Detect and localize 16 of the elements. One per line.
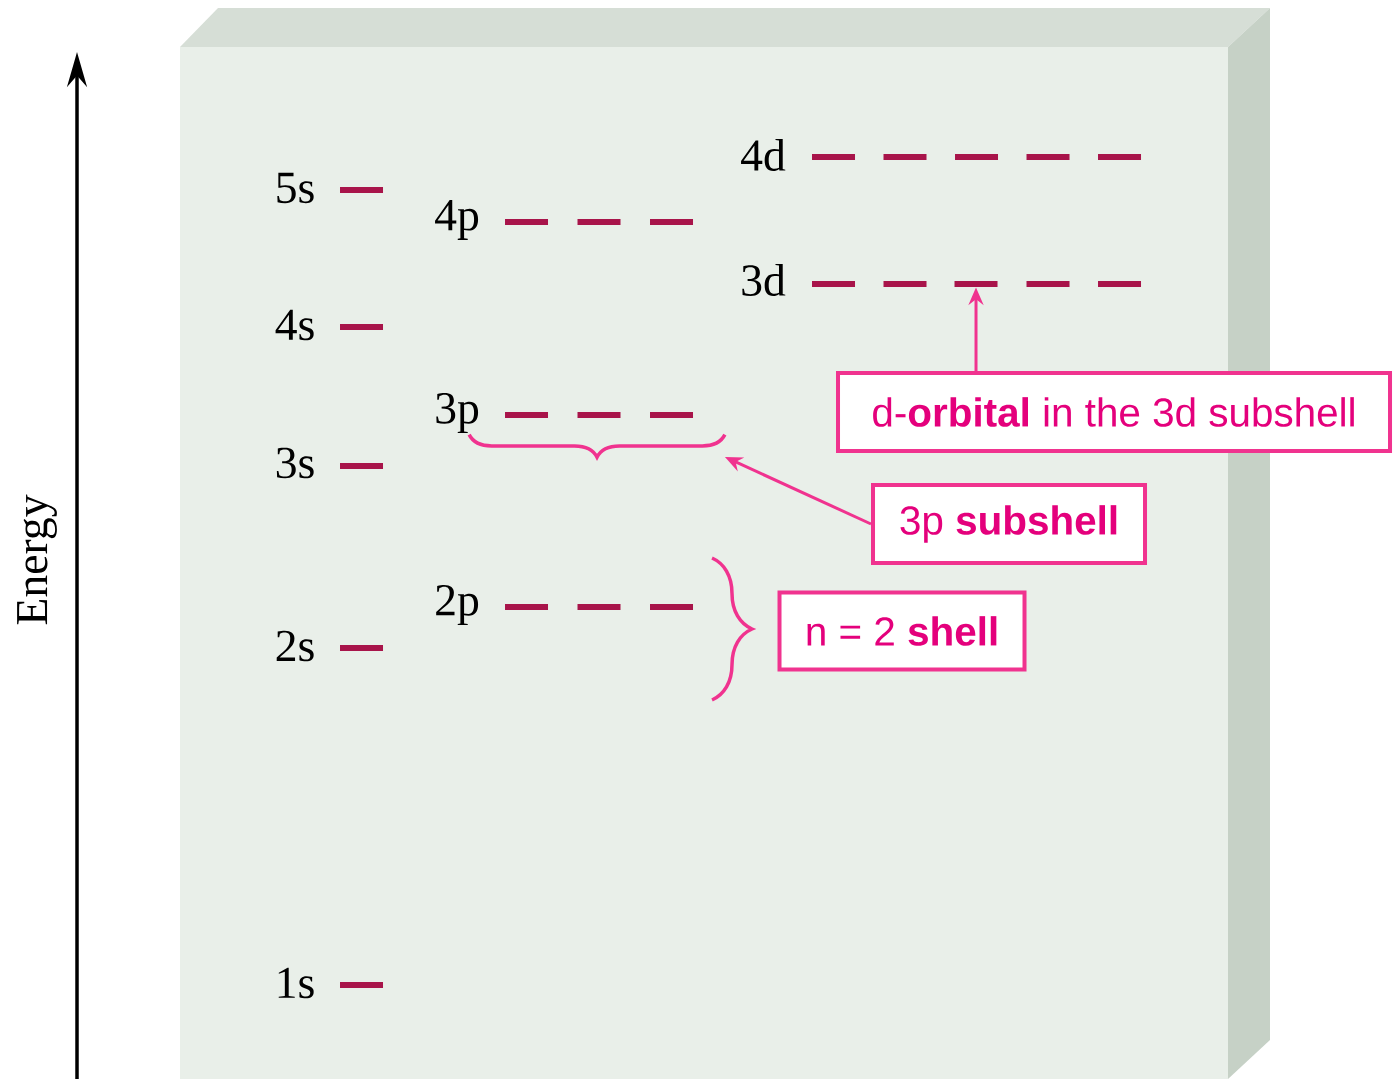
level-label: 3d xyxy=(742,263,786,297)
level-label: 2p xyxy=(436,585,479,625)
level-label: 2s xyxy=(276,630,314,662)
level-label: 4s xyxy=(275,309,314,341)
level-label: 4d xyxy=(741,138,786,172)
callout-box: d-orbital in the 3d subshell xyxy=(836,371,1392,453)
brace xyxy=(467,433,727,459)
level-label: 5s xyxy=(277,172,314,204)
level-label: 3p xyxy=(436,393,479,433)
orbital-dash xyxy=(954,281,998,287)
level-label: 1s xyxy=(278,967,314,999)
callout-box: 3p subshell xyxy=(871,483,1147,565)
axis-label: Energy xyxy=(17,494,57,625)
level-label: 4p xyxy=(435,200,479,240)
callout-box: n = 2 shell xyxy=(777,590,1027,672)
level-label: 3s xyxy=(276,447,314,479)
